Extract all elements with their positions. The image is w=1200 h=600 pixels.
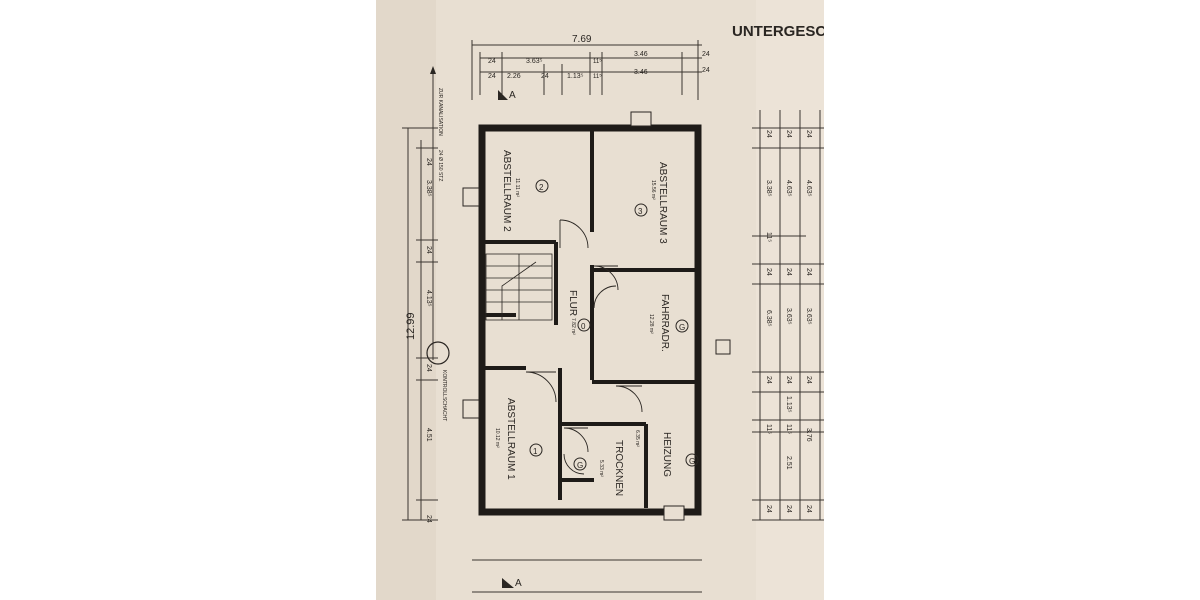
top-dimension-lines (471, 40, 702, 100)
room-trocknen: TROCKNEN G 5.33 m² (573, 440, 624, 496)
dim-right-b3: 3.63⁵ (785, 308, 792, 325)
dim-right-c2: 24 (805, 268, 812, 276)
svg-text:6.35 m²: 6.35 m² (634, 430, 640, 447)
dim-right-c6: 24 (805, 505, 812, 513)
svg-text:A: A (515, 578, 522, 589)
floor-plan-drawing: UNTERGESC 7.69 24 3.63⁵ 11⁵ 3.46 24 24 2… (376, 0, 824, 600)
room-abstellraum-2: ABSTELLRAUM 2 2 11.11 m² (501, 150, 549, 232)
dim-left-2: 24 (425, 246, 432, 254)
floor-plan-photo: UNTERGESC 7.69 24 3.63⁵ 11⁵ 3.46 24 24 2… (376, 0, 824, 600)
note-kontrollschacht: KONTROLLSCHACHT (441, 370, 447, 421)
svg-text:1: 1 (533, 447, 538, 456)
dim-top-r2-2: 24 (541, 73, 549, 80)
room-abstellraum-1: ABSTELLRAUM 1 1 10.12 m² (494, 398, 543, 480)
dim-top-r1-2: 11⁵ (593, 58, 602, 65)
dim-right-b2: 24 (785, 268, 792, 276)
dim-right-a1: 3.38⁵ (765, 180, 772, 197)
dim-right-a7: 24 (765, 505, 772, 513)
svg-text:HEIZUNG: HEIZUNG (661, 432, 672, 477)
room-flur: FLUR 0 7.82 m² (567, 290, 591, 335)
svg-text:FLUR: FLUR (567, 290, 578, 316)
svg-text:11.11 m²: 11.11 m² (514, 178, 520, 197)
section-marker-top: A (498, 90, 516, 101)
room-heizung: HEIZUNG G 6.35 m² (634, 430, 699, 477)
svg-text:ABSTELLRAUM 3: ABSTELLRAUM 3 (657, 162, 668, 244)
exterior-walls (478, 124, 702, 516)
dim-right-a6: 11⁵ (765, 424, 772, 434)
dim-right-b4: 24 (785, 376, 792, 384)
note-kanalisation: ZUR KANALISATION (437, 88, 443, 136)
dim-top-r2-0: 24 (488, 73, 496, 80)
svg-text:7.82 m²: 7.82 m² (570, 318, 576, 335)
dim-right-c0: 24 (805, 130, 812, 138)
dim-top-r2-1: 2.26 (507, 73, 521, 80)
dim-right-b7: 2.51 (785, 456, 792, 470)
plan-title: UNTERGESC (732, 23, 824, 40)
windows (462, 111, 731, 521)
dim-left-1: 3.38⁵ (425, 180, 432, 197)
svg-text:10.12 m²: 10.12 m² (494, 428, 500, 448)
dim-right-b6: 11⁵ (785, 424, 792, 434)
dim-right-a4: 6.38⁵ (765, 310, 772, 327)
svg-text:3: 3 (638, 207, 643, 216)
dim-right-b5: 1.13⁵ (785, 396, 792, 413)
dim-left-6: 24 (425, 515, 432, 523)
staircase (485, 253, 553, 321)
note-pipe: 24 Ø 150 STZ (437, 150, 443, 181)
dim-right-b0: 24 (785, 130, 792, 138)
dim-left-4: 24 (425, 364, 432, 372)
section-marker-bottom: A (502, 578, 522, 589)
dim-total-width: 7.69 (572, 34, 592, 45)
svg-text:G: G (577, 461, 583, 470)
svg-text:TROCKNEN: TROCKNEN (613, 440, 624, 496)
svg-text:ABSTELLRAUM 2: ABSTELLRAUM 2 (501, 150, 512, 232)
svg-text:5.33 m²: 5.33 m² (598, 460, 604, 477)
svg-text:15.56 m²: 15.56 m² (650, 180, 656, 200)
dim-right-a2: 11⁵ (765, 232, 772, 242)
dim-top-r2-4: 11⁵ (593, 73, 602, 80)
dim-top-r2-6: 24 (702, 67, 710, 74)
dim-top-r1-3: 3.46 (634, 51, 648, 58)
dim-top-r2-3: 1.13⁵ (567, 73, 584, 80)
dim-left-5: 4.51 (425, 428, 432, 442)
dim-top-r2-5: 3.46 (634, 69, 648, 76)
dim-right-c4: 24 (805, 376, 812, 384)
svg-text:FAHRRADR.: FAHRRADR. (659, 294, 670, 352)
dim-right-b8: 24 (785, 505, 792, 513)
svg-text:12.28 m²: 12.28 m² (648, 314, 654, 334)
dim-right-b1: 4.63⁵ (785, 180, 792, 197)
dim-right-a3: 24 (765, 268, 772, 276)
dim-left-0: 24 (425, 158, 432, 166)
door-swings (525, 219, 643, 475)
dim-top-r1-1: 3.63⁵ (526, 58, 543, 65)
svg-text:0: 0 (581, 322, 586, 331)
interior-walls (484, 131, 696, 508)
inspection-shaft-symbol (426, 341, 450, 365)
dim-top-r1-0: 24 (488, 58, 496, 65)
svg-text:ABSTELLRAUM 1: ABSTELLRAUM 1 (505, 398, 516, 480)
dim-left-3: 4.13⁵ (425, 290, 432, 307)
dim-top-r1-4: 24 (702, 51, 710, 58)
dim-right-a0: 24 (765, 130, 772, 138)
bottom-dimension-lines (472, 559, 702, 593)
room-abstellraum-3: ABSTELLRAUM 3 3 15.56 m² (634, 162, 668, 244)
svg-text:G: G (679, 323, 685, 332)
svg-text:2: 2 (539, 183, 544, 192)
dim-right-c1: 4.63⁵ (805, 180, 812, 197)
left-dimension-lines (402, 70, 438, 521)
dim-total-height: 12.99 (405, 312, 417, 340)
room-fahrradraum: FAHRRADR. G 12.28 m² (648, 294, 689, 352)
svg-text:G: G (689, 457, 695, 466)
right-dimension-lines (752, 110, 824, 521)
dim-right-a5: 24 (765, 376, 772, 384)
dim-right-c3: 3.63⁵ (805, 308, 812, 325)
dim-right-c5: 3.76 (805, 428, 812, 442)
svg-text:A: A (509, 90, 516, 101)
